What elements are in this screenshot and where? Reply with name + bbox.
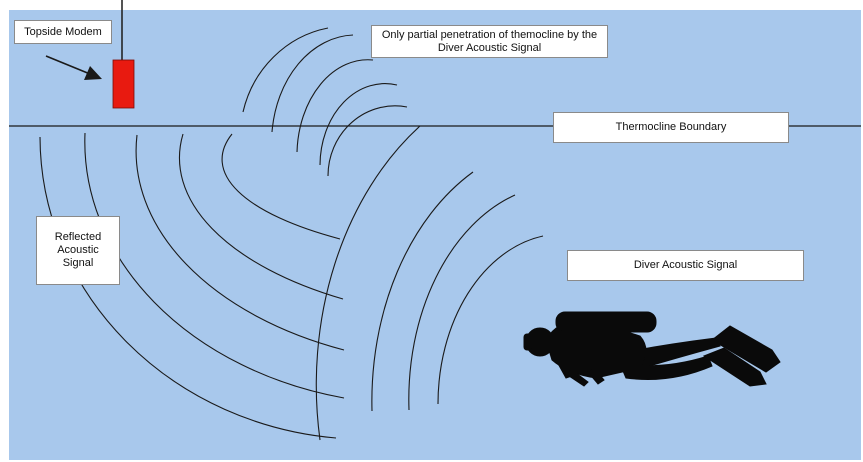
diver-acoustic-signal-label: Diver Acoustic Signal	[567, 250, 804, 281]
partial-penetration-label: Only partial penetration of themocline b…	[371, 25, 608, 58]
diver-hand	[565, 369, 589, 387]
diver-arm-back	[587, 367, 605, 385]
water-background	[9, 10, 861, 460]
reflected-arc-1	[39, 136, 337, 439]
reflected-arc-5	[221, 133, 341, 240]
modem-arrow-shaft	[45, 55, 91, 75]
topside-modem-label: Topside Modem	[14, 20, 112, 44]
diver-fin-lower	[702, 347, 767, 387]
diver-tank	[555, 311, 657, 333]
partial-arc-4	[319, 83, 398, 166]
topside-modem-icon	[112, 59, 135, 109]
reflected-arc-4	[178, 133, 344, 300]
partial-penetration-arcs	[242, 27, 408, 177]
reflected-signal-arcs	[39, 132, 345, 439]
diver-leg-upper	[625, 337, 721, 371]
diver-leg-lower	[619, 355, 713, 380]
diver-arc-1	[315, 125, 421, 441]
scuba-diver-silhouette-icon	[523, 311, 781, 387]
diver-signal-arcs	[315, 125, 544, 441]
reflected-acoustic-signal-label: Reflected Acoustic Signal	[36, 216, 120, 285]
diver-mask	[523, 333, 534, 351]
partial-arc-2	[271, 34, 354, 133]
diver-fin-upper	[711, 325, 781, 373]
reflected-arc-3	[135, 134, 345, 351]
thermocline-boundary-label: Thermocline Boundary	[553, 112, 789, 143]
diver-arc-4	[437, 235, 544, 405]
partial-arc-3	[296, 59, 374, 153]
partial-arc-5	[327, 105, 408, 177]
reflected-arc-2	[84, 132, 345, 399]
partial-arc-1	[242, 27, 329, 113]
diver-arc-2	[371, 171, 474, 412]
modem-arrow-head	[84, 66, 102, 80]
diver-arc-3	[408, 194, 516, 411]
